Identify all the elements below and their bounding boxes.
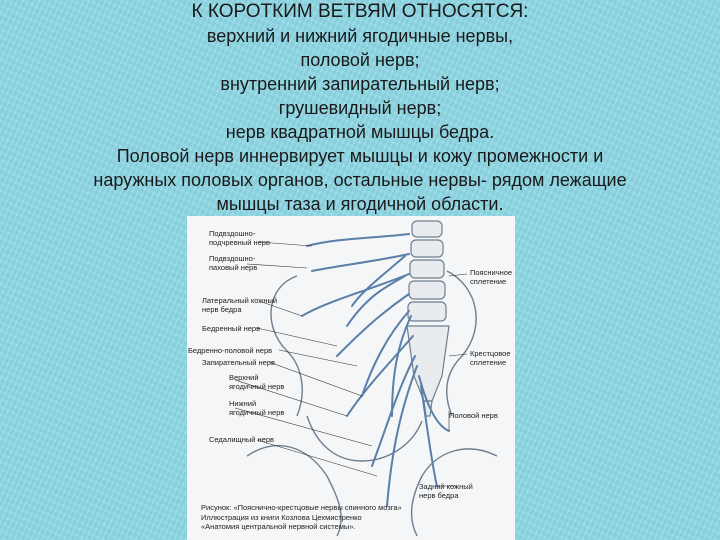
anatomy-figure: Подвздошно- подчревный нерв Подвздошно- … xyxy=(187,216,515,540)
figure-caption: Рисунок: «Пояснично-крестцовые нервы спи… xyxy=(201,503,402,531)
left-femur-outline xyxy=(246,444,342,537)
label-lumbar-plexus: Поясничное сплетение xyxy=(470,268,513,286)
label-ilioinguinal-nerve: Подвздошно- паховый нерв xyxy=(209,254,258,272)
slide-title: К КОРОТКИМ ВЕТВЯМ ОТНОСЯТСЯ: xyxy=(191,1,529,22)
label-femoral-nerve: Бедренный нерв xyxy=(202,324,261,333)
label-obturator-nerve: Запирательный нерв xyxy=(202,358,275,367)
slide-text: К КОРОТКИМ ВЕТВЯМ ОТНОСЯТСЯ: верхний и н… xyxy=(0,0,720,216)
text-line-3: внутренний запирательный нерв; xyxy=(220,74,500,94)
text-line-6: Половой нерв иннервирует мышцы и кожу пр… xyxy=(116,146,604,166)
nerve-branches xyxy=(301,233,450,507)
label-pudendal-nerve: Половой нерв xyxy=(449,411,498,420)
right-ilium-outline xyxy=(446,270,477,417)
label-superior-gluteal-nerve: Верхний ягодичный нерв xyxy=(229,373,285,391)
label-lateral-cutaneous-femoral-nerve: Латеральный кожный нерв бедра xyxy=(202,296,278,314)
text-line-5: нерв квадратной мышцы бедра. xyxy=(225,122,495,142)
pelvis-nerves-illustration xyxy=(234,220,498,537)
label-sacral-plexus: Крестцовое сплетение xyxy=(470,349,511,367)
label-inferior-gluteal-nerve: Нижний ягодичный нерв xyxy=(229,399,285,417)
text-line-2: половой нерв; xyxy=(300,50,420,70)
text-line-1: верхний и нижний ягодичные нервы, xyxy=(206,26,514,46)
pubic-arch-outline xyxy=(306,415,423,462)
left-ilium-outline xyxy=(270,275,303,417)
label-genitofemoral-nerve: Бедренно-половой нерв xyxy=(188,346,273,355)
label-sciatic-nerve: Седалищный нерв xyxy=(209,435,274,444)
text-line-7: наружных половых органов, остальные нерв… xyxy=(93,170,627,190)
label-leader-lines xyxy=(234,241,468,487)
text-line-8: мышцы таза и ягодичной области. xyxy=(216,194,504,214)
lumbar-spine xyxy=(406,220,450,417)
right-femur-outline xyxy=(410,448,498,537)
label-posterior-cutaneous-femoral-nerve: Задний кожный нерв бедра xyxy=(419,482,473,500)
label-iliohypogastric-nerve: Подвздошно- подчревный нерв xyxy=(209,229,270,247)
text-line-4: грушевидный нерв; xyxy=(278,98,442,118)
